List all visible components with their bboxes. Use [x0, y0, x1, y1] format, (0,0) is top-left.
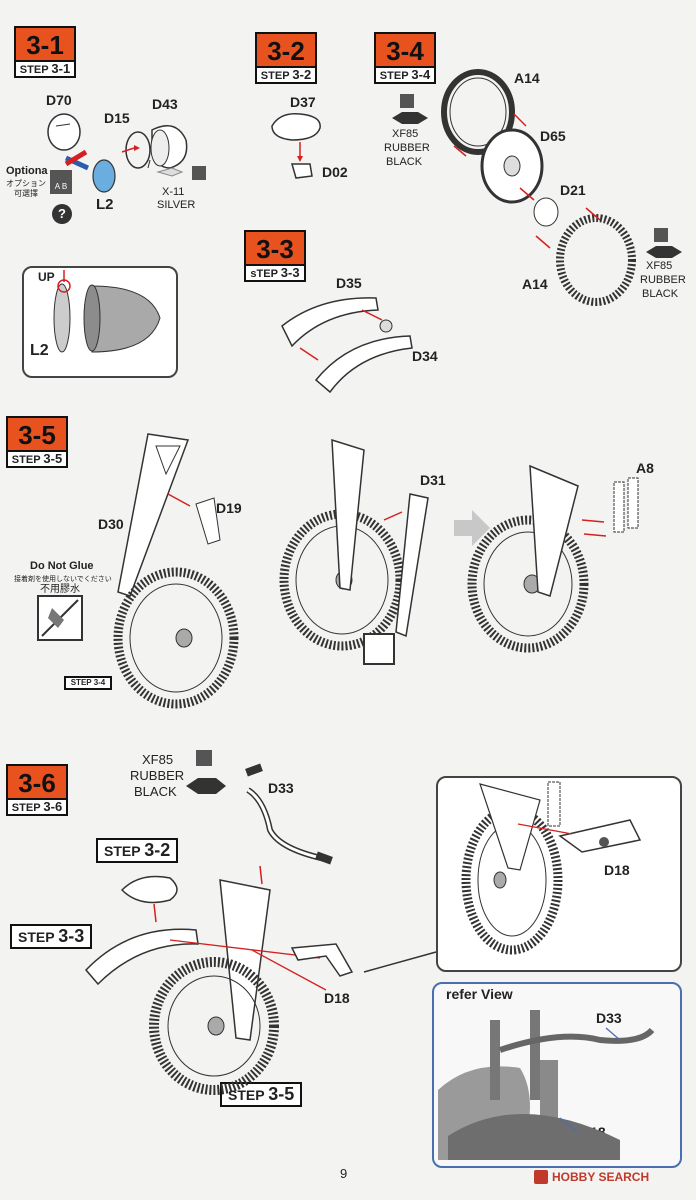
- tag-num: 3-2: [292, 67, 312, 82]
- step-3-3-badge: 3-3: [244, 230, 306, 266]
- tag-num: 3-3: [58, 926, 85, 946]
- step-3-3-ref-tag: STEP 3-3: [10, 924, 93, 949]
- paint-xf85-36-code: XF85: [142, 752, 174, 767]
- tag-num: 3-2: [144, 840, 171, 860]
- part-d34-label: D34: [412, 348, 438, 364]
- tag-num: 3-3: [280, 265, 300, 280]
- tag-prefix: STEP: [19, 64, 52, 76]
- part-d15-label: D15: [104, 110, 130, 126]
- paint-xf85-36-name2: BLACK: [134, 784, 177, 799]
- paint-xf85-right-name2: BLACK: [642, 288, 679, 300]
- tag-num: 3-5: [43, 451, 63, 466]
- d43-housing-part: [151, 125, 188, 169]
- part-a14-top-label: A14: [514, 70, 540, 86]
- step-3-5-tag: STEP 3-5: [6, 450, 68, 468]
- tag-prefix: STEP: [18, 929, 59, 945]
- step-3-5-ref-tag-big: STEP 3-5: [220, 1082, 303, 1107]
- refer-view-title: refer View: [446, 986, 513, 1002]
- part-d70-label: D70: [46, 92, 72, 108]
- refer-view-panel: [432, 982, 682, 1168]
- tag-prefix: STEP: [11, 454, 44, 466]
- option-choices: A B: [54, 182, 68, 191]
- tag-prefix: STEP: [260, 70, 293, 82]
- part-d65-label: D65: [540, 128, 566, 144]
- step-3-3-tag: sTEP 3-3: [244, 264, 306, 282]
- part-d35-label: D35: [336, 275, 362, 291]
- part-d33-label: D33: [268, 780, 294, 796]
- help-glyph: ?: [58, 206, 66, 221]
- part-d19-label: D19: [216, 500, 242, 516]
- step-3-6-badge: 3-6: [6, 764, 68, 800]
- logo-mark-icon: [534, 1170, 548, 1184]
- step-3-5-ref-tag: STEP 3-4: [64, 676, 112, 690]
- page-number: 9: [340, 1166, 348, 1181]
- option-cn: 可選擇: [14, 189, 38, 198]
- help-icon: ?: [52, 204, 72, 224]
- part-d30-label: D30: [98, 516, 124, 532]
- refer-d18-label: D18: [580, 1124, 606, 1140]
- paint-xf85-right-name1: RUBBER: [640, 274, 686, 286]
- step-3-5-badge: 3-5: [6, 416, 68, 452]
- paint-xf85-left-name2: BLACK: [386, 156, 423, 168]
- part-d02-label: D02: [322, 164, 348, 180]
- tag-num: 3-4: [411, 67, 431, 82]
- paint-xf85-36-name1: RUBBER: [130, 768, 185, 783]
- paint-xf85-left-name1: RUBBER: [384, 142, 430, 154]
- logo-text: HOBBY SEARCH: [552, 1170, 650, 1184]
- part-l2-label: L2: [96, 196, 114, 213]
- no-glue-cn: 不用膠水: [40, 584, 80, 595]
- step-3-6-tag: STEP 3-6: [6, 798, 68, 816]
- paint-x11-name: SILVER: [157, 199, 196, 211]
- part-d18-detail-label: D18: [604, 862, 630, 878]
- tag-prefix: STEP: [11, 802, 44, 814]
- tag-num: 3-6: [43, 799, 63, 814]
- tag-prefix: sTEP: [250, 268, 281, 280]
- tag-num: 3-1: [51, 61, 71, 76]
- d15-ring-part: [125, 131, 151, 169]
- step-3-4-badge: 3-4: [374, 32, 436, 68]
- part-a14-bottom-label: A14: [522, 276, 548, 292]
- tag-prefix: STEP: [228, 1087, 269, 1103]
- detail-l2-label: L2: [30, 342, 49, 359]
- l2-lens-part: [92, 159, 116, 193]
- part-d37-label: D37: [290, 94, 316, 110]
- paint-x11-code: X-11: [162, 186, 185, 198]
- tag-num: 3-5: [268, 1084, 295, 1104]
- refer-d33-label: D33: [596, 1010, 622, 1026]
- d70-cap-part: [47, 113, 81, 151]
- part-a8-label: A8: [636, 460, 654, 476]
- tag-prefix: STEP: [104, 843, 145, 859]
- option-title: Optiona: [6, 165, 48, 177]
- paint-xf85-right-code: XF85: [646, 260, 673, 272]
- step-3-1-badge: 3-1: [14, 26, 76, 62]
- d18-detail-panel: [436, 776, 682, 972]
- part-d31-label: D31: [420, 472, 446, 488]
- option-jp: オプション: [6, 179, 46, 188]
- step-3-4-tag: STEP 3-4: [374, 66, 436, 84]
- step-3-2-tag: STEP 3-2: [255, 66, 317, 84]
- step-3-1-tag: STEP 3-1: [14, 60, 76, 78]
- option-ab-icon: A B: [50, 170, 72, 194]
- hobby-search-logo: HOBBY SEARCH: [534, 1170, 649, 1184]
- step-3-2-badge: 3-2: [255, 32, 317, 68]
- part-d43-label: D43: [152, 96, 178, 112]
- part-d18-label: D18: [324, 990, 350, 1006]
- no-glue-en: Do Not Glue: [30, 560, 94, 572]
- paint-xf85-left-code: XF85: [392, 128, 419, 140]
- part-d21-label: D21: [560, 182, 586, 198]
- no-glue-jp: 接着剤を使用しないでください: [14, 576, 112, 583]
- step-3-2-ref-tag: STEP 3-2: [96, 838, 179, 863]
- up-label: UP: [38, 270, 55, 284]
- tag-prefix: STEP: [379, 70, 412, 82]
